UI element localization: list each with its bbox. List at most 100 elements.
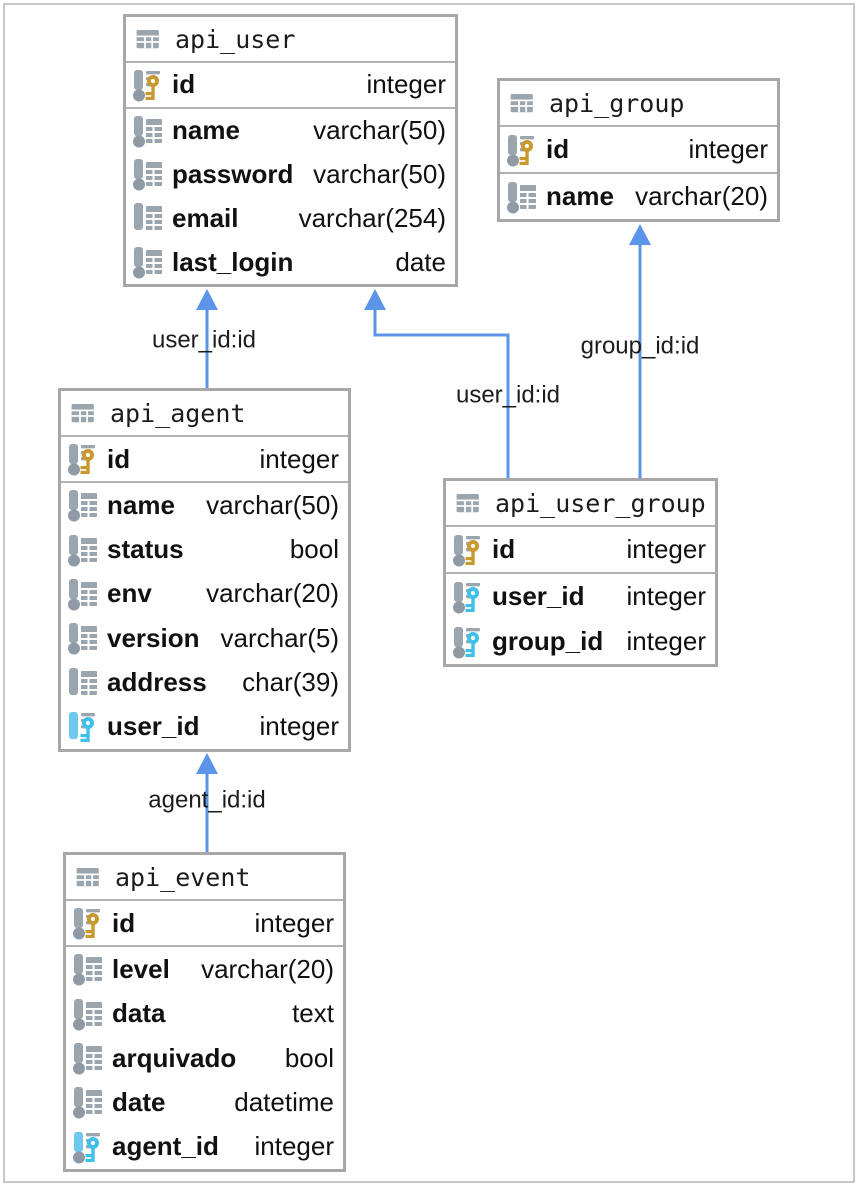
arrowhead-icon <box>629 224 651 245</box>
foreign-key-icon <box>71 1130 105 1164</box>
relationship-edge-api_user_group-to-api_group[interactable]: group_id:id <box>581 224 700 478</box>
column-name: name <box>546 181 614 211</box>
column-icon <box>66 533 100 567</box>
column-row-name[interactable]: name varchar(50) <box>61 481 348 527</box>
primary-key-icon <box>66 442 100 476</box>
column-icon <box>66 621 100 655</box>
foreign-key-icon <box>451 625 485 659</box>
column-name: agent_id <box>112 1131 219 1162</box>
column-type: integer <box>254 907 335 938</box>
column-row-version[interactable]: version varchar(5) <box>61 616 348 660</box>
table-icon <box>135 26 162 53</box>
relationship-edge-api_user_group-to-api_user[interactable]: user_id:id <box>364 289 560 478</box>
column-row-id[interactable]: id integer <box>500 127 777 172</box>
column-row-id[interactable]: id integer <box>126 63 455 107</box>
column-type: varchar(50) <box>313 158 446 189</box>
column-name: id <box>546 134 570 164</box>
table-name: api_event <box>115 862 251 892</box>
column-name: version <box>107 622 200 653</box>
column-type: integer <box>688 134 769 164</box>
column-name: user_id <box>107 711 200 742</box>
column-name: email <box>172 202 239 233</box>
column-icon <box>71 952 105 986</box>
column-name: env <box>107 578 152 609</box>
column-row-address[interactable]: address char(39) <box>61 660 348 704</box>
column-icon <box>131 245 165 279</box>
column-type: varchar(254) <box>298 202 446 233</box>
table-header[interactable]: api_user <box>126 17 455 63</box>
column-icon <box>131 201 165 235</box>
primary-key-icon <box>131 68 165 102</box>
column-type: integer <box>259 443 340 474</box>
relationship-edge-api_agent-to-api_user[interactable]: user_id:id <box>152 289 256 388</box>
column-icon <box>66 577 100 611</box>
column-name: level <box>112 953 170 984</box>
column-icon <box>131 114 165 148</box>
column-type: integer <box>259 711 340 742</box>
column-row-user_id[interactable]: user_id integer <box>61 705 348 749</box>
column-name: user_id <box>492 581 585 611</box>
relationship-edge-api_event-to-api_agent[interactable]: agent_id:id <box>148 753 266 852</box>
column-icon <box>71 1041 105 1075</box>
table-name: api_agent <box>110 398 246 428</box>
column-name: arquivado <box>112 1042 237 1073</box>
column-row-level[interactable]: level varchar(20) <box>66 945 343 991</box>
column-name: group_id <box>492 626 604 656</box>
column-icon <box>71 1085 105 1119</box>
table-header[interactable]: api_event <box>66 855 343 901</box>
table-icon <box>455 490 482 517</box>
primary-key-icon <box>505 133 539 167</box>
table-header[interactable]: api_group <box>500 81 777 127</box>
arrowhead-icon <box>364 289 386 310</box>
column-icon <box>66 666 100 700</box>
column-name: id <box>492 534 516 564</box>
relationship-label: group_id:id <box>581 332 700 359</box>
column-type: varchar(5) <box>220 622 339 653</box>
relationship-label: user_id:id <box>152 326 256 353</box>
column-type: varchar(20) <box>201 953 334 984</box>
column-type: integer <box>366 69 447 100</box>
table-icon <box>75 864 102 891</box>
column-row-id[interactable]: id integer <box>446 527 715 572</box>
column-name: id <box>172 69 196 100</box>
column-icon <box>66 488 100 522</box>
column-type: integer <box>626 534 707 564</box>
column-row-status[interactable]: status bool <box>61 528 348 572</box>
table-header[interactable]: api_user_group <box>446 481 715 527</box>
column-type: varchar(50) <box>206 489 339 520</box>
column-name: address <box>107 667 207 698</box>
primary-key-icon <box>451 533 485 567</box>
table-name: api_user <box>175 24 296 54</box>
table-header[interactable]: api_agent <box>61 391 348 437</box>
column-type: char(39) <box>242 667 339 698</box>
table-icon <box>509 90 536 117</box>
column-type: text <box>292 998 334 1029</box>
relationship-label: user_id:id <box>456 381 560 408</box>
column-name: status <box>107 534 184 565</box>
column-name: name <box>107 489 175 520</box>
column-type: integer <box>626 626 707 656</box>
column-row-email[interactable]: email varchar(254) <box>126 196 455 240</box>
column-row-group_id[interactable]: group_id integer <box>446 619 715 664</box>
column-type: bool <box>289 534 339 565</box>
column-name: date <box>112 1086 166 1117</box>
